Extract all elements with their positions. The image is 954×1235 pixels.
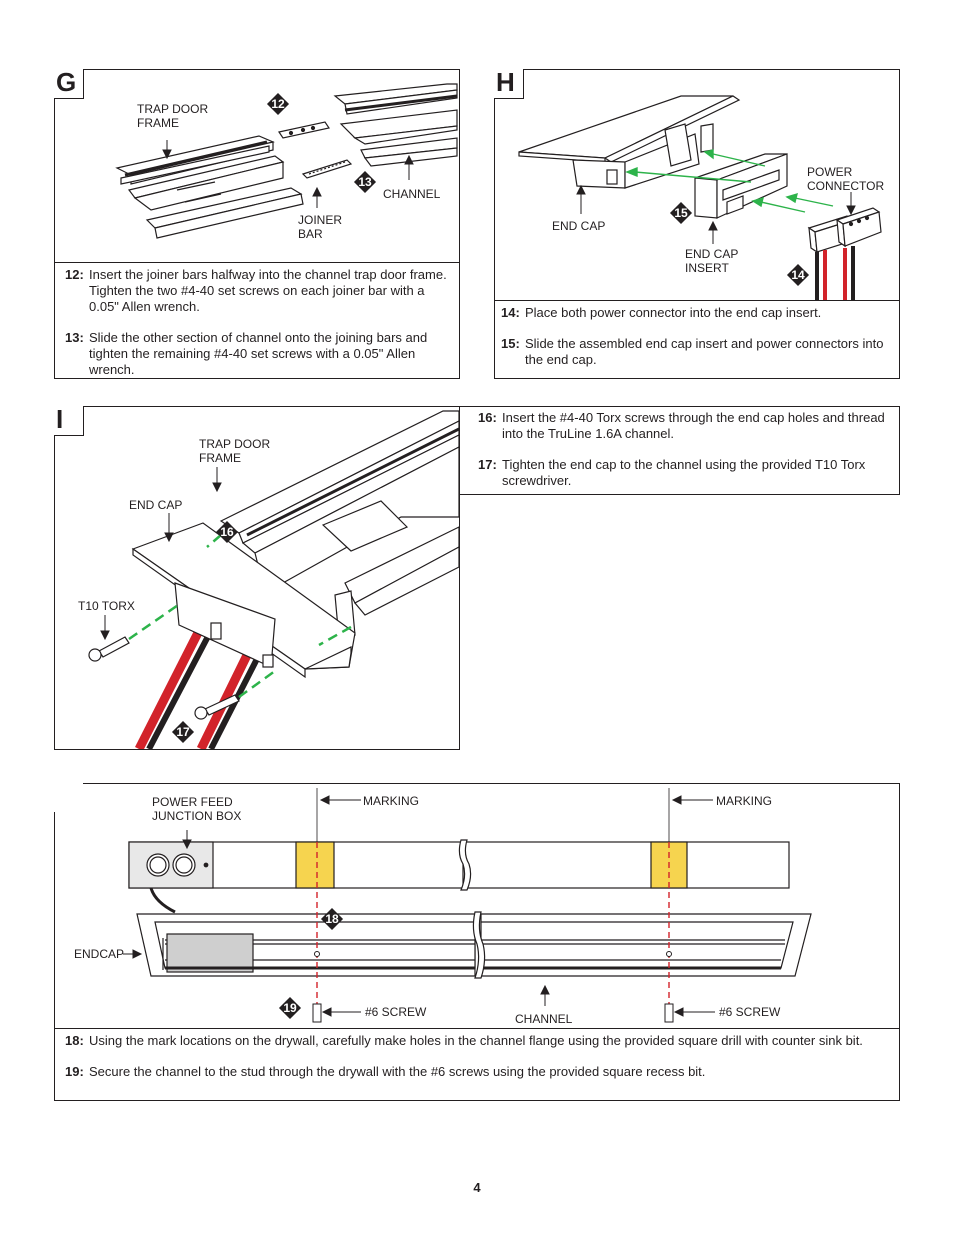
step-12: 12:Insert the joiner bars halfway into t… [65, 267, 447, 314]
panel-g-instructions: 12:Insert the joiner bars halfway into t… [55, 262, 459, 378]
end-cap-label: END CAP [129, 498, 183, 512]
panel-i-illustration: TRAP DOOR FRAME END CAP T10 TORX 16 17 [55, 407, 459, 749]
panel-i-letter: I [56, 404, 64, 434]
panel-i-instructions: 16:Insert the #4-40 Torx screws through … [459, 406, 900, 495]
marking-label-2: MARKING [716, 794, 773, 808]
step-13-badge: 13 [353, 170, 377, 194]
end-cap-label: END CAP [552, 219, 606, 233]
step-16-badge: 16 [215, 520, 239, 544]
panel-j-instructions: 18:Using the mark locations on the drywa… [55, 1028, 899, 1100]
screw-label-2: #6 SCREW [719, 1005, 781, 1019]
channel-joiner-diagram [115, 83, 458, 239]
step-12-badge: 12 [266, 92, 290, 116]
t10-torx-label: T10 TORX [78, 599, 135, 613]
panel-h-letter-tab: H [494, 67, 524, 99]
channel-mounting-diagram [123, 788, 812, 1023]
step-19: 19:Secure the channel to the stud throug… [65, 1064, 706, 1079]
panel-g-illustration: TRAP DOOR FRAME JOINER BAR CHANNEL 12 13 [55, 70, 459, 262]
channel-label: CHANNEL [383, 187, 441, 201]
step-15-badge: 15 [669, 201, 693, 225]
step-17: 17:Tighten the end cap to the channel us… [478, 457, 866, 488]
panel-i-letter-tab: I [54, 404, 84, 436]
end-cap-insert-label: END CAP INSERT [685, 247, 739, 275]
step-13: 13:Slide the other section of channel on… [65, 330, 428, 377]
panel-h-letter: H [496, 67, 515, 97]
marking-label-1: MARKING [363, 794, 420, 808]
panel-i: I [54, 404, 460, 750]
step-18-badge: 18 [320, 907, 344, 931]
panel-g-letter: G [56, 67, 77, 97]
power-connector-label: POWER CONNECTOR [807, 165, 885, 193]
trap-door-frame-label: TRAP DOOR FRAME [199, 437, 271, 465]
end-cap-assembly-diagram [518, 95, 882, 300]
channel-label: CHANNEL [515, 1012, 573, 1026]
panel-h-illustration: END CAP END CAP INSERT POWER CONNECTOR 1… [495, 70, 899, 300]
step-17-badge: 17 [171, 720, 195, 744]
page-number: 4 [473, 1180, 481, 1195]
screw-label-1: #6 SCREW [365, 1005, 427, 1019]
panel-g: G [54, 67, 460, 379]
endcap-label: ENDCAP [74, 947, 125, 961]
step-18: 18:Using the mark locations on the drywa… [65, 1033, 863, 1048]
panel-j-illustration: POWER FEED JUNCTION BOX MARKING MARKING … [55, 784, 899, 1028]
joiner-bar-label: JOINER BAR [298, 213, 343, 241]
panel-j: J [54, 781, 900, 1101]
panel-h: H [494, 67, 900, 379]
step-14-badge: 14 [786, 263, 810, 287]
step-19-badge: 19 [278, 996, 302, 1020]
panel-g-letter-tab: G [54, 67, 84, 99]
trap-door-frame-label: TRAP DOOR FRAME [137, 102, 209, 130]
power-feed-junction-box-label: POWER FEED JUNCTION BOX [152, 795, 242, 823]
step-14: 14:Place both power connector into the e… [501, 305, 822, 320]
step-15: 15:Slide the assembled end cap insert an… [501, 336, 884, 367]
panel-h-instructions: 14:Place both power connector into the e… [495, 300, 899, 378]
step-16: 16:Insert the #4-40 Torx screws through … [478, 410, 885, 441]
